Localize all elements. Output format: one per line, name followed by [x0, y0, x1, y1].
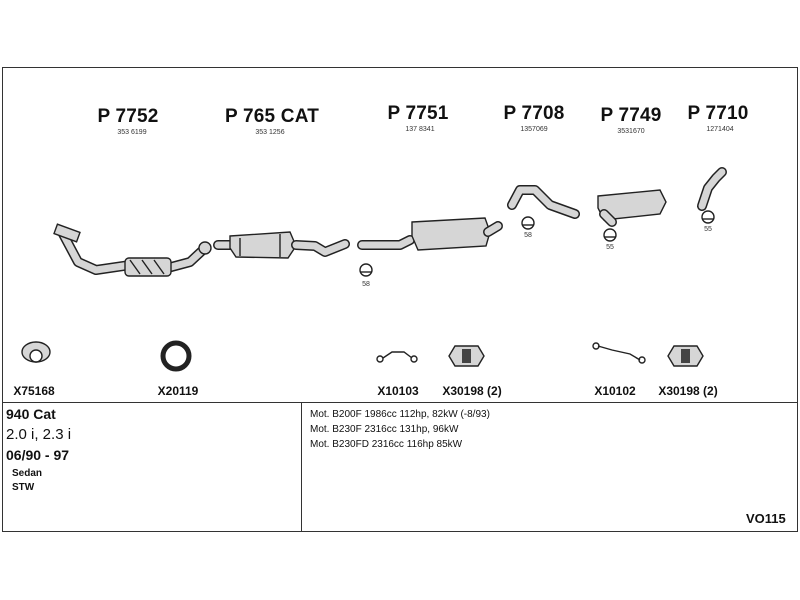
rubber-mount-icon — [448, 345, 485, 367]
intermediate-pipe-part — [507, 185, 580, 219]
part-ref: 353 1256 — [255, 129, 285, 136]
part-ref: 3531670 — [617, 128, 645, 135]
tail-pipe-part — [697, 167, 727, 211]
middle-silencer-part — [357, 217, 503, 251]
part-number: P 7752 — [97, 106, 159, 127]
divider-vertical — [301, 402, 302, 531]
vehicle-engine: 2.0 i, 2.3 i — [6, 426, 72, 443]
clamp-icon — [359, 263, 373, 277]
fitting-code: X30198 (2) — [658, 384, 718, 398]
part-ref: 1271404 — [706, 126, 734, 133]
part-ref: 1357069 — [520, 126, 548, 133]
divider-horizontal — [3, 402, 797, 403]
catalog-code: VO115 — [746, 511, 786, 526]
motor-spec: Mot. B230FD 2316cc 116hp 85kW — [310, 439, 463, 450]
fitting-code: X30198 (2) — [442, 384, 502, 398]
clamp-label: 58 — [524, 232, 532, 239]
motor-spec: Mot. B230F 2316cc 131hp, 96kW — [310, 424, 459, 435]
rear-silencer-part — [597, 189, 667, 227]
vehicle-body-type: Sedan — [12, 468, 43, 479]
fitting-code: X10103 — [377, 384, 419, 398]
gasket-icon — [21, 341, 51, 363]
fitting-code: X75168 — [13, 384, 55, 398]
vehicle-model: 940 Cat — [6, 406, 56, 422]
clamp-icon — [603, 228, 617, 242]
vehicle-years: 06/90 - 97 — [6, 447, 70, 463]
fitting-code: X10102 — [594, 384, 636, 398]
diagram-frame — [2, 67, 798, 532]
clamp-icon — [521, 216, 535, 230]
clamp-label: 58 — [362, 281, 370, 288]
part-number: P 765 CAT — [224, 106, 320, 127]
front-pipe-part — [53, 223, 212, 277]
rubber-mount-icon — [667, 345, 704, 367]
catalytic-converter-part — [213, 231, 350, 259]
part-number: P 7708 — [503, 103, 565, 124]
part-ref: 353 6199 — [117, 129, 147, 136]
fitting-code: X20119 — [157, 384, 199, 398]
ring-icon — [160, 340, 192, 372]
clamp-label: 55 — [704, 226, 712, 233]
clamp-icon — [701, 210, 715, 224]
hanger-icon — [592, 342, 646, 364]
part-ref: 137 8341 — [405, 126, 435, 133]
part-number: P 7710 — [687, 103, 749, 124]
vehicle-body-type: STW — [12, 482, 35, 493]
motor-spec: Mot. B200F 1986cc 112hp, 82kW (-8/93) — [310, 409, 490, 420]
part-number: P 7749 — [600, 105, 662, 126]
hanger-icon — [376, 351, 418, 363]
part-number: P 7751 — [387, 103, 449, 124]
clamp-label: 55 — [606, 244, 614, 251]
